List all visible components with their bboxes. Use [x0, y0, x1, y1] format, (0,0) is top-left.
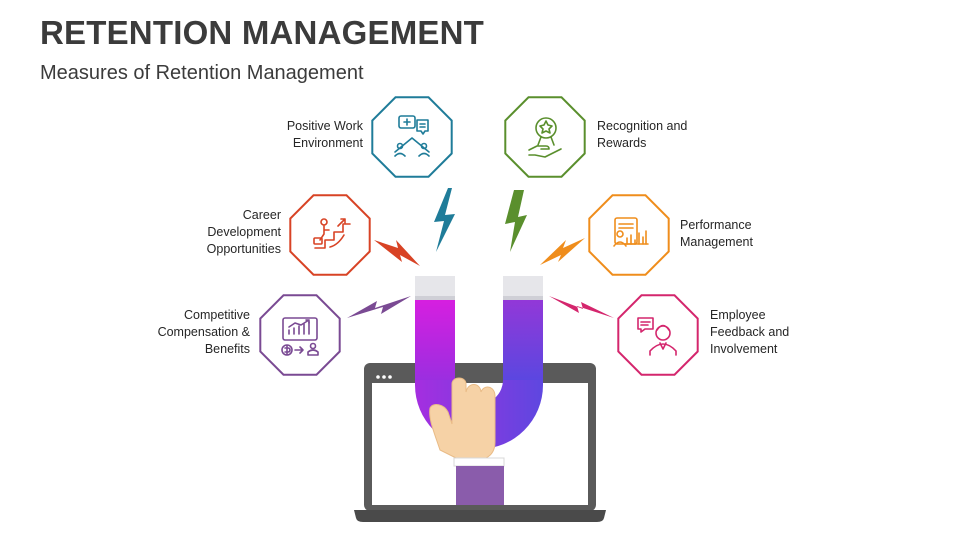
bolt-positive-work — [434, 188, 455, 252]
laptop-base — [354, 510, 606, 522]
sleeve — [456, 466, 504, 505]
career-stairs-icon — [313, 218, 351, 249]
octagon-positive-work — [371, 96, 453, 178]
label-positive-work: Positive Work Environment — [287, 118, 363, 152]
label-line: Competitive — [184, 308, 250, 322]
laptop-dot — [388, 375, 392, 379]
octagon-recognition — [504, 96, 586, 178]
magnet-left-arm — [415, 300, 455, 380]
bolt-performance — [540, 238, 585, 265]
label-compensation: Competitive Compensation & Benefits — [158, 307, 250, 358]
label-career: Career Development Opportunities — [207, 207, 281, 258]
label-line: Development — [207, 225, 281, 239]
label-line: Employee — [710, 308, 766, 322]
magnet-right-arm — [503, 300, 543, 380]
label-performance: Performance Management — [680, 217, 753, 251]
magnet-tip-edge — [503, 296, 543, 300]
octagon-group — [259, 96, 699, 376]
team-chat-icon — [394, 115, 430, 157]
bolt-career — [374, 240, 420, 266]
octagon-compensation — [259, 294, 341, 376]
label-feedback: Employee Feedback and Involvement — [710, 307, 789, 358]
page-subtitle: Measures of Retention Management — [40, 62, 364, 84]
label-line: Positive Work — [286, 119, 363, 133]
label-line: Feedback and — [710, 325, 790, 339]
label-line: Rewards — [597, 136, 647, 150]
label-line: Compensation & — [157, 325, 250, 339]
page-title: RETENTION MANAGEMENT — [40, 14, 484, 51]
hand-palm — [429, 377, 496, 459]
label-line: Environment — [292, 136, 363, 150]
compensation-icon — [281, 317, 319, 356]
octagon-feedback — [617, 294, 699, 376]
label-line: Career — [242, 208, 281, 222]
award-hand-icon — [528, 117, 562, 158]
bolt-compensation — [347, 296, 411, 318]
laptop-dot — [382, 375, 386, 379]
octagon-performance — [588, 194, 670, 276]
hand — [429, 377, 505, 505]
label-line: Opportunities — [206, 242, 281, 256]
label-line: Performance — [680, 218, 752, 232]
performance-chart-icon — [613, 217, 649, 247]
label-recognition: Recognition and Rewards — [597, 118, 687, 152]
shirt-cuff — [453, 457, 505, 467]
bolt-recognition — [505, 190, 527, 252]
label-line: Management — [680, 235, 753, 249]
feedback-person-icon — [637, 317, 677, 356]
octagon-career — [289, 194, 371, 276]
label-line: Recognition and — [597, 119, 688, 133]
bolt-feedback — [549, 296, 614, 318]
magnet-tip-edge — [415, 296, 455, 300]
laptop-dot — [376, 375, 380, 379]
label-line: Involvement — [710, 342, 778, 356]
label-line: Benefits — [204, 342, 250, 356]
